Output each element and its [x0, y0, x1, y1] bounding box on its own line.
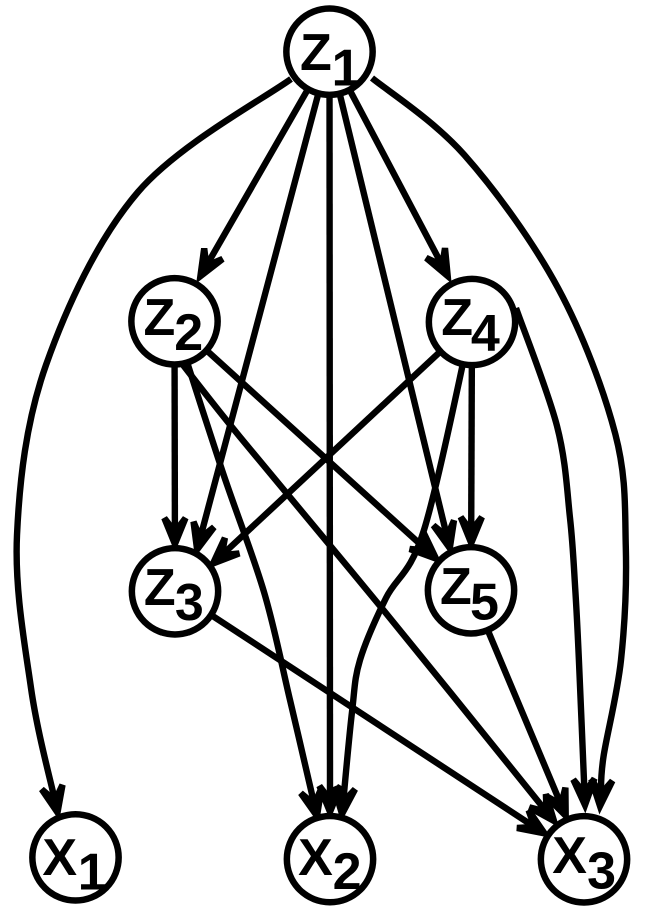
svg-text:4: 4	[471, 305, 500, 363]
svg-text:Z: Z	[440, 558, 472, 616]
svg-text:Z: Z	[441, 289, 473, 347]
svg-text:3: 3	[587, 843, 616, 901]
svg-text:2: 2	[174, 304, 203, 362]
svg-text:3: 3	[175, 574, 204, 632]
svg-text:Z: Z	[300, 24, 332, 82]
svg-text:1: 1	[78, 843, 107, 901]
svg-text:5: 5	[470, 574, 499, 632]
svg-text:Z: Z	[144, 559, 176, 617]
svg-text:X: X	[298, 829, 333, 887]
svg-text:2: 2	[333, 843, 362, 901]
svg-text:X: X	[552, 827, 587, 885]
svg-text:X: X	[42, 829, 77, 887]
svg-text:Z: Z	[144, 289, 176, 347]
svg-text:1: 1	[332, 40, 361, 98]
